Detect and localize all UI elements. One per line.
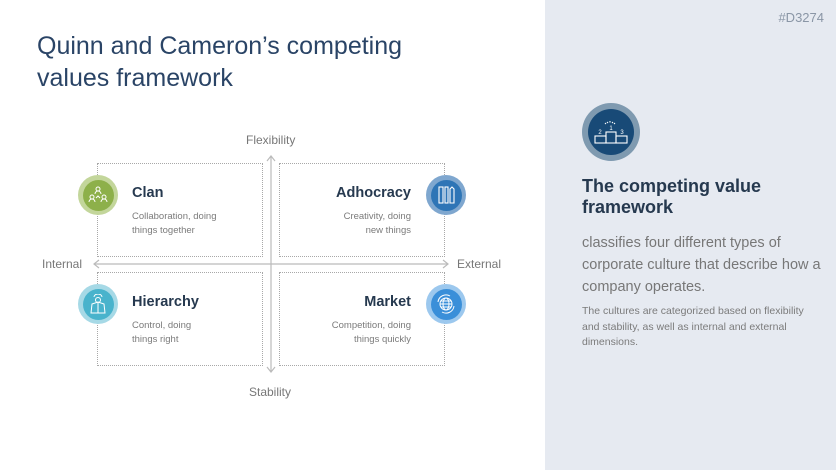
quadrant-title: Clan	[132, 185, 164, 201]
globe-icon	[426, 284, 466, 324]
panel-heading: The competing value framework	[582, 176, 762, 217]
quadrant-title: Market	[364, 294, 411, 310]
businessman-icon	[78, 284, 118, 324]
podium-icon: 2 1 3	[582, 103, 640, 161]
svg-text:3: 3	[620, 130, 624, 136]
axis-label-bottom: Stability	[249, 385, 292, 399]
axis-label-left: Internal	[42, 257, 83, 271]
panel-body: classifies four different types of corpo…	[582, 235, 821, 295]
axis-label-top: Flexibility	[246, 133, 296, 147]
slide-title: Quinn and Cameron’s competing values fra…	[37, 32, 403, 92]
quadrant-title: Adhocracy	[336, 185, 411, 201]
axes-arrows	[93, 155, 449, 373]
tools-icon	[426, 175, 466, 215]
info-panel: #D3274 2 1 3 The competing value framewo…	[545, 0, 836, 470]
svg-text:2: 2	[598, 130, 602, 136]
panel-note: The cultures are categorized based on fl…	[582, 305, 804, 348]
quadrant-title: Hierarchy	[132, 294, 199, 310]
slide-code: #D3274	[778, 10, 824, 25]
axis-label-right: External	[457, 257, 502, 271]
people-network-icon	[78, 175, 118, 215]
svg-text:1: 1	[609, 126, 613, 132]
